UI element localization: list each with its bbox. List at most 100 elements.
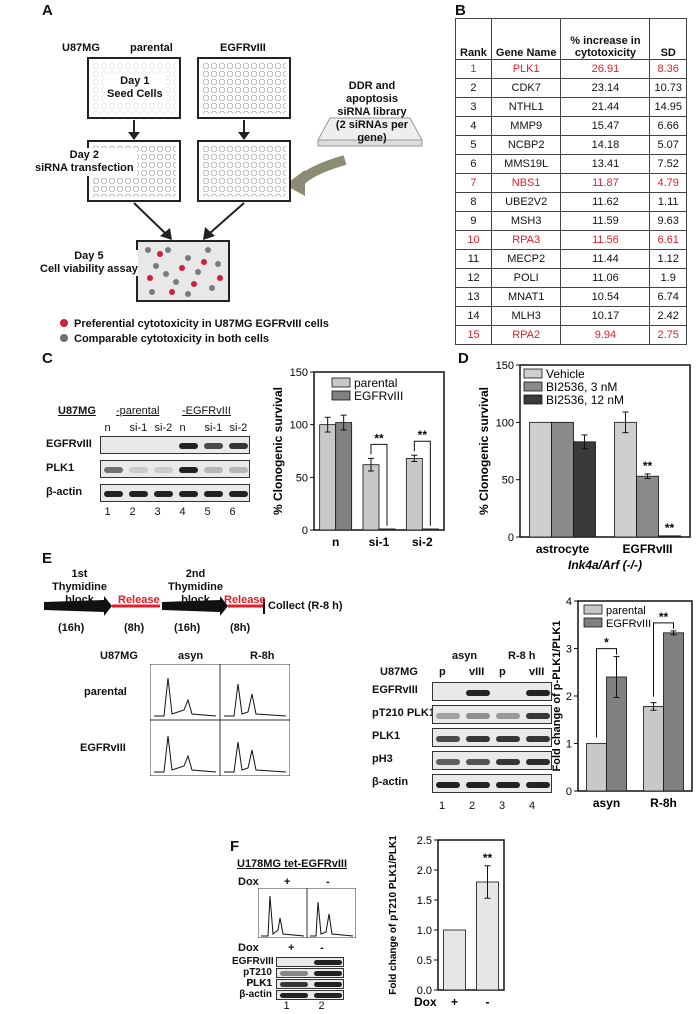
cell-pct: 9.94: [560, 325, 651, 345]
sig-marker: **: [643, 459, 653, 473]
blot-band: [466, 781, 490, 788]
cell-pct: 11.59: [560, 211, 651, 231]
blot-row-label: EGFRvIII: [372, 684, 418, 696]
e-release-1: Release: [118, 594, 160, 606]
e-t1-block: block: [65, 594, 94, 606]
blot-strip: [276, 979, 344, 989]
legend-red: Preferential cytotoxicity in U87MG EGFRv…: [60, 318, 329, 330]
cell-pct: 21.44: [560, 97, 651, 117]
x-axis-label: Dox: [414, 995, 437, 1009]
panel-label-b: B: [455, 2, 466, 19]
y-tick-label: 50: [502, 475, 514, 487]
e-blot-asyn: asyn: [452, 650, 478, 662]
bar: [421, 528, 439, 531]
cell-rank: 1: [455, 59, 492, 79]
blot-strip: [432, 682, 552, 701]
lane-number: 1: [439, 800, 446, 812]
blot-row-label: EGFRvIII: [232, 956, 274, 967]
cell-rank: 12: [455, 268, 492, 288]
cell-gene: RPA3: [490, 230, 562, 250]
lane-label: vIII: [469, 666, 485, 678]
blot-row-label: pT210 PLK1: [243, 967, 272, 989]
blot-strip: [100, 436, 250, 454]
f-minus-2: -: [320, 942, 324, 954]
blot-band: [104, 467, 123, 473]
f-dox-label-1: Dox: [238, 876, 259, 888]
library-name: siRNA library: [337, 106, 407, 118]
x-tick-label: si-2: [412, 535, 433, 549]
lane-label: n: [179, 422, 186, 434]
bar: [319, 424, 337, 531]
legend-label: BI2536, 3 nM: [546, 380, 617, 394]
cell-sd: 14.95: [649, 97, 687, 117]
panel-a-arrows: [128, 117, 423, 240]
table-header: Rank Gene Name % increase in cytotoxicit…: [455, 18, 687, 60]
legend-swatch: [523, 394, 543, 405]
cell-rank: 8: [455, 192, 492, 212]
lane-number: 4: [529, 800, 536, 812]
blot-strip: [100, 484, 250, 502]
lane-number: 2: [318, 1000, 325, 1012]
plot-frame: [519, 364, 691, 538]
lane-label: vIII: [529, 666, 545, 678]
blot-row-label: PLK1: [372, 730, 401, 742]
lane-number: 5: [204, 506, 211, 518]
y-axis-label: Fold change of p-PLK1/PLK1: [551, 621, 563, 772]
cell-sd: 5.07: [649, 135, 687, 155]
blot-row-label: β-actin: [46, 486, 83, 498]
bar: [586, 743, 607, 792]
y-tick-label: 100: [290, 420, 308, 432]
sig-marker: **: [665, 521, 675, 535]
bar: [443, 929, 466, 991]
legend-red-text: Preferential cytotoxicity in U87MG EGFRv…: [74, 318, 329, 330]
panel-label-a: A: [42, 2, 53, 19]
blot-band: [229, 491, 248, 497]
y-tick-label: 150: [290, 367, 308, 379]
lane-label: si-2: [154, 422, 173, 434]
plate-day5-results: [136, 240, 230, 302]
cell-rank: 5: [455, 135, 492, 155]
blot-band: [314, 971, 342, 976]
col-rank: Rank: [455, 18, 492, 60]
y-tick-label: 50: [296, 472, 308, 484]
blot-row-label: PLK1: [246, 978, 272, 989]
cell-pct: 11.56: [560, 230, 651, 250]
f-facs-histograms: [258, 888, 356, 938]
blot-band: [466, 735, 490, 742]
blot-row-label: pH3: [372, 753, 393, 765]
lane-label: n: [104, 422, 111, 434]
bar: [378, 528, 396, 531]
y-tick-label: 0: [302, 525, 308, 537]
bar: [663, 632, 684, 792]
e-blot-cell: U87MG: [380, 666, 418, 678]
sig-marker: *: [604, 636, 609, 650]
cell-rank: 9: [455, 211, 492, 231]
legend-swatch: [331, 390, 351, 401]
library-note: (2 siRNAs per gene): [335, 119, 409, 144]
x-tick-label: si-1: [369, 535, 390, 549]
day2-label: Day 2: [69, 149, 99, 161]
day5-label: Day 5: [74, 250, 104, 262]
blot-band: [179, 467, 198, 473]
cell-gene: NTHL1: [490, 97, 562, 117]
x-tick-label: R-8h: [650, 796, 677, 810]
y-tick-label: 2.5: [417, 836, 432, 847]
cell-sd: 1.12: [649, 249, 687, 269]
legend-label: BI2536, 12 nM: [546, 393, 624, 407]
blot-band: [314, 982, 342, 987]
ranking-table: Rank Gene Name % increase in cytotoxicit…: [455, 18, 687, 345]
blot-strip: [432, 705, 552, 724]
y-tick-label: 1.0: [417, 925, 432, 937]
y-axis-label: % Clonogenic survival: [477, 387, 491, 515]
cell-pct: 11.06: [560, 268, 651, 288]
legend-swatch: [331, 377, 351, 388]
